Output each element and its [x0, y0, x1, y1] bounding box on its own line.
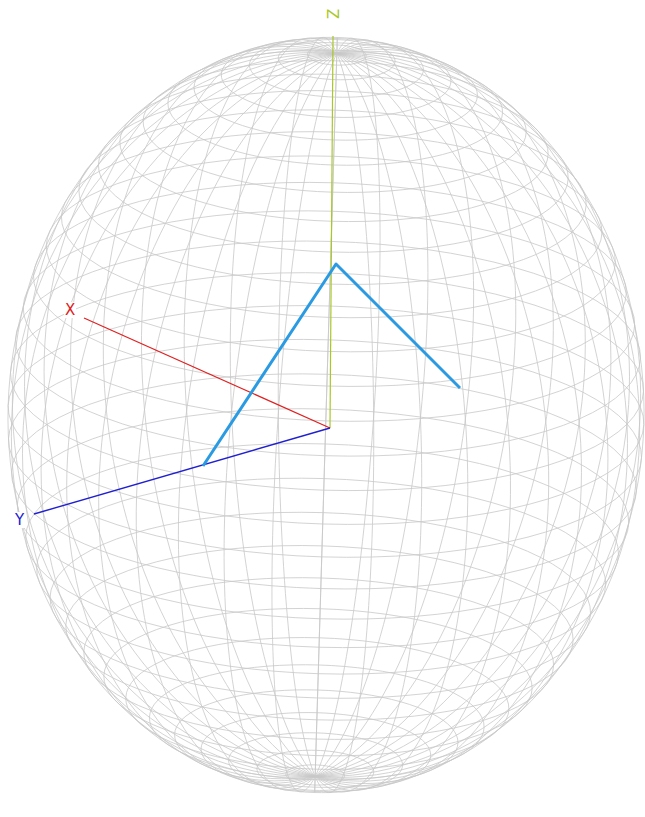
mesh-line — [175, 690, 458, 788]
mesh-line — [224, 54, 337, 791]
mesh-line — [50, 512, 590, 698]
mesh-line — [103, 44, 337, 777]
mesh-line — [66, 546, 573, 721]
mesh-line — [315, 54, 549, 787]
mesh-line — [26, 444, 619, 648]
mesh-line — [184, 40, 337, 777]
mesh-line — [8, 306, 644, 525]
vector-path — [203, 264, 460, 466]
mesh-line — [98, 91, 568, 253]
mesh-line — [22, 54, 336, 778]
mesh-line — [194, 43, 477, 141]
ellipsoid-mesh — [8, 37, 644, 792]
mesh-line — [278, 40, 395, 80]
mesh-line — [221, 38, 451, 117]
mesh-line — [23, 211, 634, 421]
y-axis — [34, 428, 330, 514]
mesh-line — [315, 53, 640, 776]
mesh-line — [104, 608, 532, 755]
mesh-line — [120, 74, 548, 221]
mesh-line — [307, 45, 366, 65]
mesh-line — [84, 578, 554, 740]
mesh-line — [272, 54, 337, 792]
z-axis — [330, 36, 333, 428]
mesh-line — [143, 61, 526, 193]
mesh-line — [25, 51, 337, 777]
mesh-line — [126, 638, 509, 770]
mesh-line — [315, 38, 380, 776]
mesh-line — [149, 665, 484, 780]
z-axis-label: Z — [324, 8, 340, 20]
mesh-line — [315, 54, 627, 780]
mesh-line — [37, 478, 606, 674]
mesh-line — [315, 54, 422, 792]
mesh-line — [315, 53, 629, 777]
mesh-line — [249, 37, 423, 97]
x-axis-label: X — [64, 302, 76, 318]
mesh-line — [17, 409, 628, 619]
mesh-line — [257, 750, 374, 790]
y-axis-label: Y — [14, 512, 25, 528]
mesh-line — [11, 54, 336, 777]
x-axis — [84, 318, 330, 428]
mesh-line — [8, 339, 641, 557]
mesh-line — [8, 53, 337, 776]
mesh-line — [315, 54, 644, 777]
mesh-line — [16, 241, 641, 456]
